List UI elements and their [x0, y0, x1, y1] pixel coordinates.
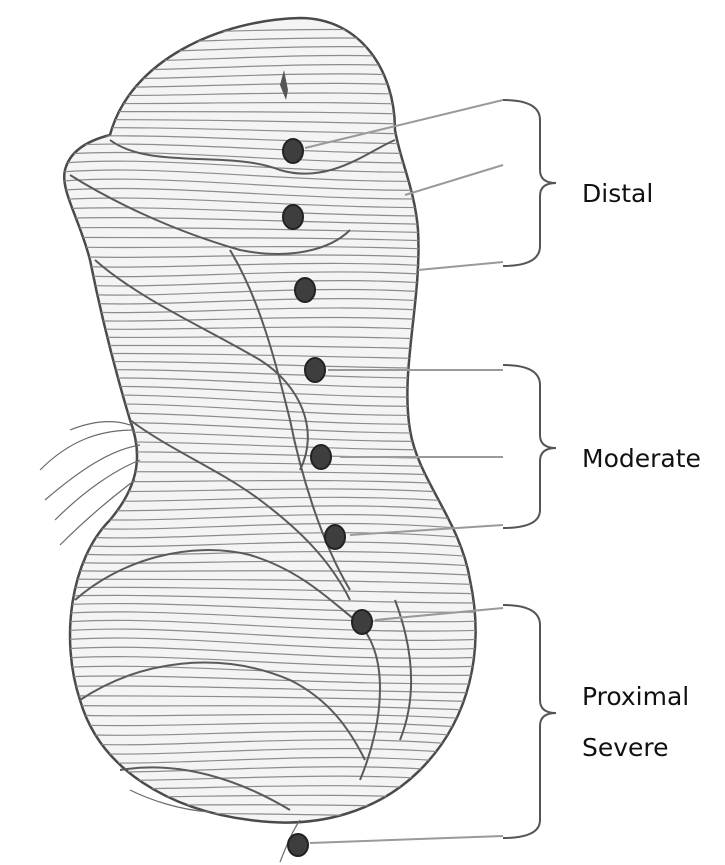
leader-line — [418, 262, 503, 270]
organ-illustration — [40, 18, 490, 862]
label-severe: Severe — [582, 735, 669, 760]
marker-dot-4 — [305, 358, 325, 382]
label-distal: Distal — [582, 181, 653, 206]
bracket-proximal-severe — [503, 605, 556, 838]
marker-dot-3 — [295, 278, 315, 302]
marker-dot-7 — [352, 610, 372, 634]
marker-dot-8 — [288, 834, 308, 856]
leader-line — [405, 165, 503, 195]
marker-dot-1 — [283, 139, 303, 163]
marker-dot-5 — [311, 445, 331, 469]
bracket-distal — [503, 100, 556, 266]
bracket-moderate — [503, 365, 556, 528]
label-moderate: Moderate — [582, 446, 701, 471]
label-proximal: Proximal — [582, 684, 689, 709]
marker-dot-2 — [283, 205, 303, 229]
marker-dot-6 — [325, 525, 345, 549]
leader-line — [310, 836, 503, 843]
